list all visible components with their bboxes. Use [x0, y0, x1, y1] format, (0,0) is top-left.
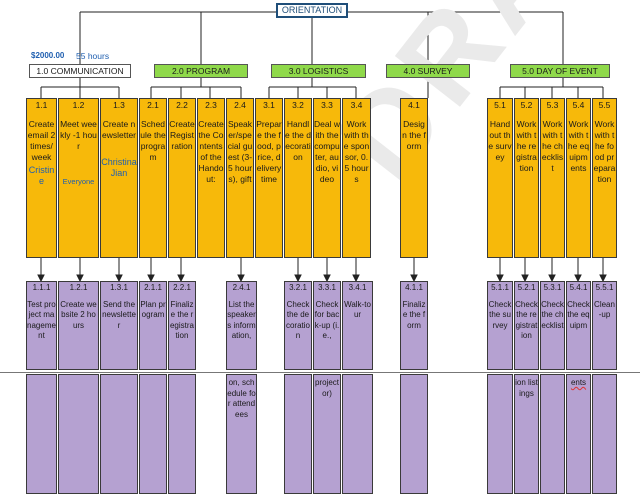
subtask-continuation	[592, 374, 617, 494]
subtask-continuation	[168, 374, 196, 494]
subtask-continuation: on, schedule for attendees	[226, 374, 257, 494]
category-logistics: 3.0 LOGISTICS	[271, 64, 366, 78]
category-day-of-event: 5.0 DAY OF EVENT	[510, 64, 610, 78]
budget-note: $2000.00	[31, 51, 65, 60]
subtask-continuation	[342, 374, 373, 494]
subtask-continuation: ents	[566, 374, 591, 494]
subtask-continuation: projector)	[313, 374, 341, 494]
subtask-continuation	[139, 374, 167, 494]
category-communication: 1.0 COMMUNICATION	[29, 64, 131, 78]
subtask-continuation	[58, 374, 99, 494]
page-break-line	[0, 372, 640, 373]
subtask-continuation	[540, 374, 565, 494]
root-node-orientation: ORIENTATION	[276, 3, 348, 18]
subtask-continuation: ion listings	[514, 374, 539, 494]
subtask-continuation	[400, 374, 428, 494]
subtask-continuation	[100, 374, 138, 494]
subtask-continuation	[26, 374, 57, 494]
subtask-continuation	[284, 374, 312, 494]
category-program: 2.0 PROGRAM	[154, 64, 248, 78]
category-survey: 4.0 SURVEY	[386, 64, 470, 78]
hours-note: 55 hours	[76, 51, 110, 61]
subtask-continuation	[487, 374, 513, 494]
